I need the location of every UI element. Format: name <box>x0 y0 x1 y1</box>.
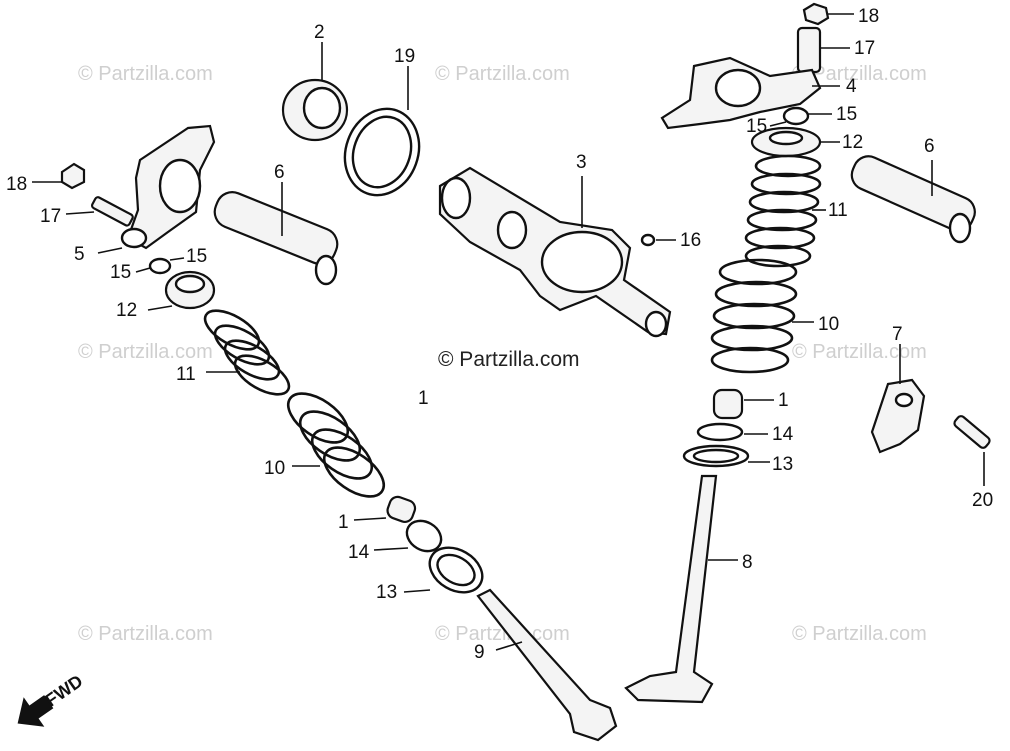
part-18-nut-right <box>802 2 854 26</box>
callout-label: 11 <box>176 364 196 385</box>
part-7-plate <box>870 344 926 454</box>
watermark: © Partzilla.com <box>78 623 213 645</box>
part-6-shaft-left <box>213 182 339 286</box>
part-19-o-ring <box>343 66 421 197</box>
part-13-washer-left <box>403 546 484 594</box>
callout-label: 12 <box>842 132 863 153</box>
part-9-valve-left <box>476 588 618 742</box>
watermark: © Partzilla.com <box>435 63 570 85</box>
callout-label: 19 <box>394 46 415 67</box>
callout-label: 9 <box>474 642 485 663</box>
callout-label: 7 <box>892 324 903 345</box>
part-5-rocker-arm-left <box>97 124 216 254</box>
fwd-arrow: FWD <box>17 671 86 727</box>
part-11-outer-spring-left <box>203 309 291 396</box>
part-1-seal-right <box>712 388 774 420</box>
part-13-washer-right <box>682 444 770 468</box>
callout-label: 10 <box>818 314 839 335</box>
fwd-label: FWD <box>41 671 86 711</box>
callout-label: 11 <box>828 200 848 221</box>
watermark: © Partzilla.com <box>792 63 927 85</box>
watermark-center: © Partzilla.com <box>438 348 580 371</box>
part-3-camshaft <box>438 166 672 338</box>
callout-label: 17 <box>854 38 875 59</box>
callout-label: 1 <box>778 390 789 411</box>
callout-label: 18 <box>858 6 879 27</box>
part-17-screw-right <box>796 26 850 74</box>
callout-label: 8 <box>742 552 753 573</box>
callout-label: 13 <box>772 454 793 475</box>
watermark-layer: © Partzilla.com © Partzilla.com © Partzi… <box>78 63 927 645</box>
part-12-retainer-left <box>147 270 216 311</box>
callout-label: 14 <box>348 542 370 563</box>
part-18-nut-left <box>32 162 86 190</box>
callout-label: 15 <box>186 246 207 267</box>
callout-label: 15 <box>836 104 857 125</box>
callout-label: 20 <box>972 490 993 511</box>
callout-label: 15 <box>110 262 131 283</box>
watermark: © Partzilla.com <box>792 341 927 363</box>
part-1-seal-left <box>353 495 417 524</box>
callout-label: 12 <box>116 300 137 321</box>
part-15-cotter-left <box>135 257 185 275</box>
callout-label: 5 <box>74 244 85 265</box>
part-14-seat-left <box>373 519 443 553</box>
callout-labels: 1 1 1 2 3 4 5 6 6 7 8 9 10 10 11 11 12 1… <box>6 6 993 663</box>
part-4-rocker-arm-right <box>660 56 840 130</box>
callout-label: 10 <box>264 458 285 479</box>
part-20-bolt <box>953 415 991 486</box>
part-14-seat-right <box>696 422 768 442</box>
part-16-pin <box>640 233 676 247</box>
callout-label: 4 <box>846 76 857 97</box>
part-10-inner-spring-left <box>286 392 386 498</box>
part-2-bearing <box>281 42 349 142</box>
watermark: © Partzilla.com <box>78 63 213 85</box>
callout-label: 13 <box>376 582 397 603</box>
callout-label: 1 <box>418 388 429 409</box>
callout-label: 2 <box>314 22 325 43</box>
watermark: © Partzilla.com <box>792 623 927 645</box>
part-15-cotter-right <box>769 106 832 127</box>
callout-label: 18 <box>6 174 27 195</box>
callout-label: 14 <box>772 424 794 445</box>
callout-label: 6 <box>924 136 935 157</box>
watermark: © Partzilla.com <box>78 341 213 363</box>
callout-label: 17 <box>40 206 61 227</box>
callout-label: 15 <box>746 116 767 137</box>
part-8-valve-right <box>624 474 738 704</box>
callout-label: 3 <box>576 152 587 173</box>
part-11-outer-spring-right <box>744 154 826 268</box>
callout-label: 16 <box>680 230 701 251</box>
part-10-inner-spring-right <box>710 258 814 374</box>
part-17-screw-left <box>65 196 134 227</box>
part-6-shaft-right <box>850 155 976 244</box>
callout-label: 6 <box>274 162 285 183</box>
callout-label: 1 <box>338 512 349 533</box>
